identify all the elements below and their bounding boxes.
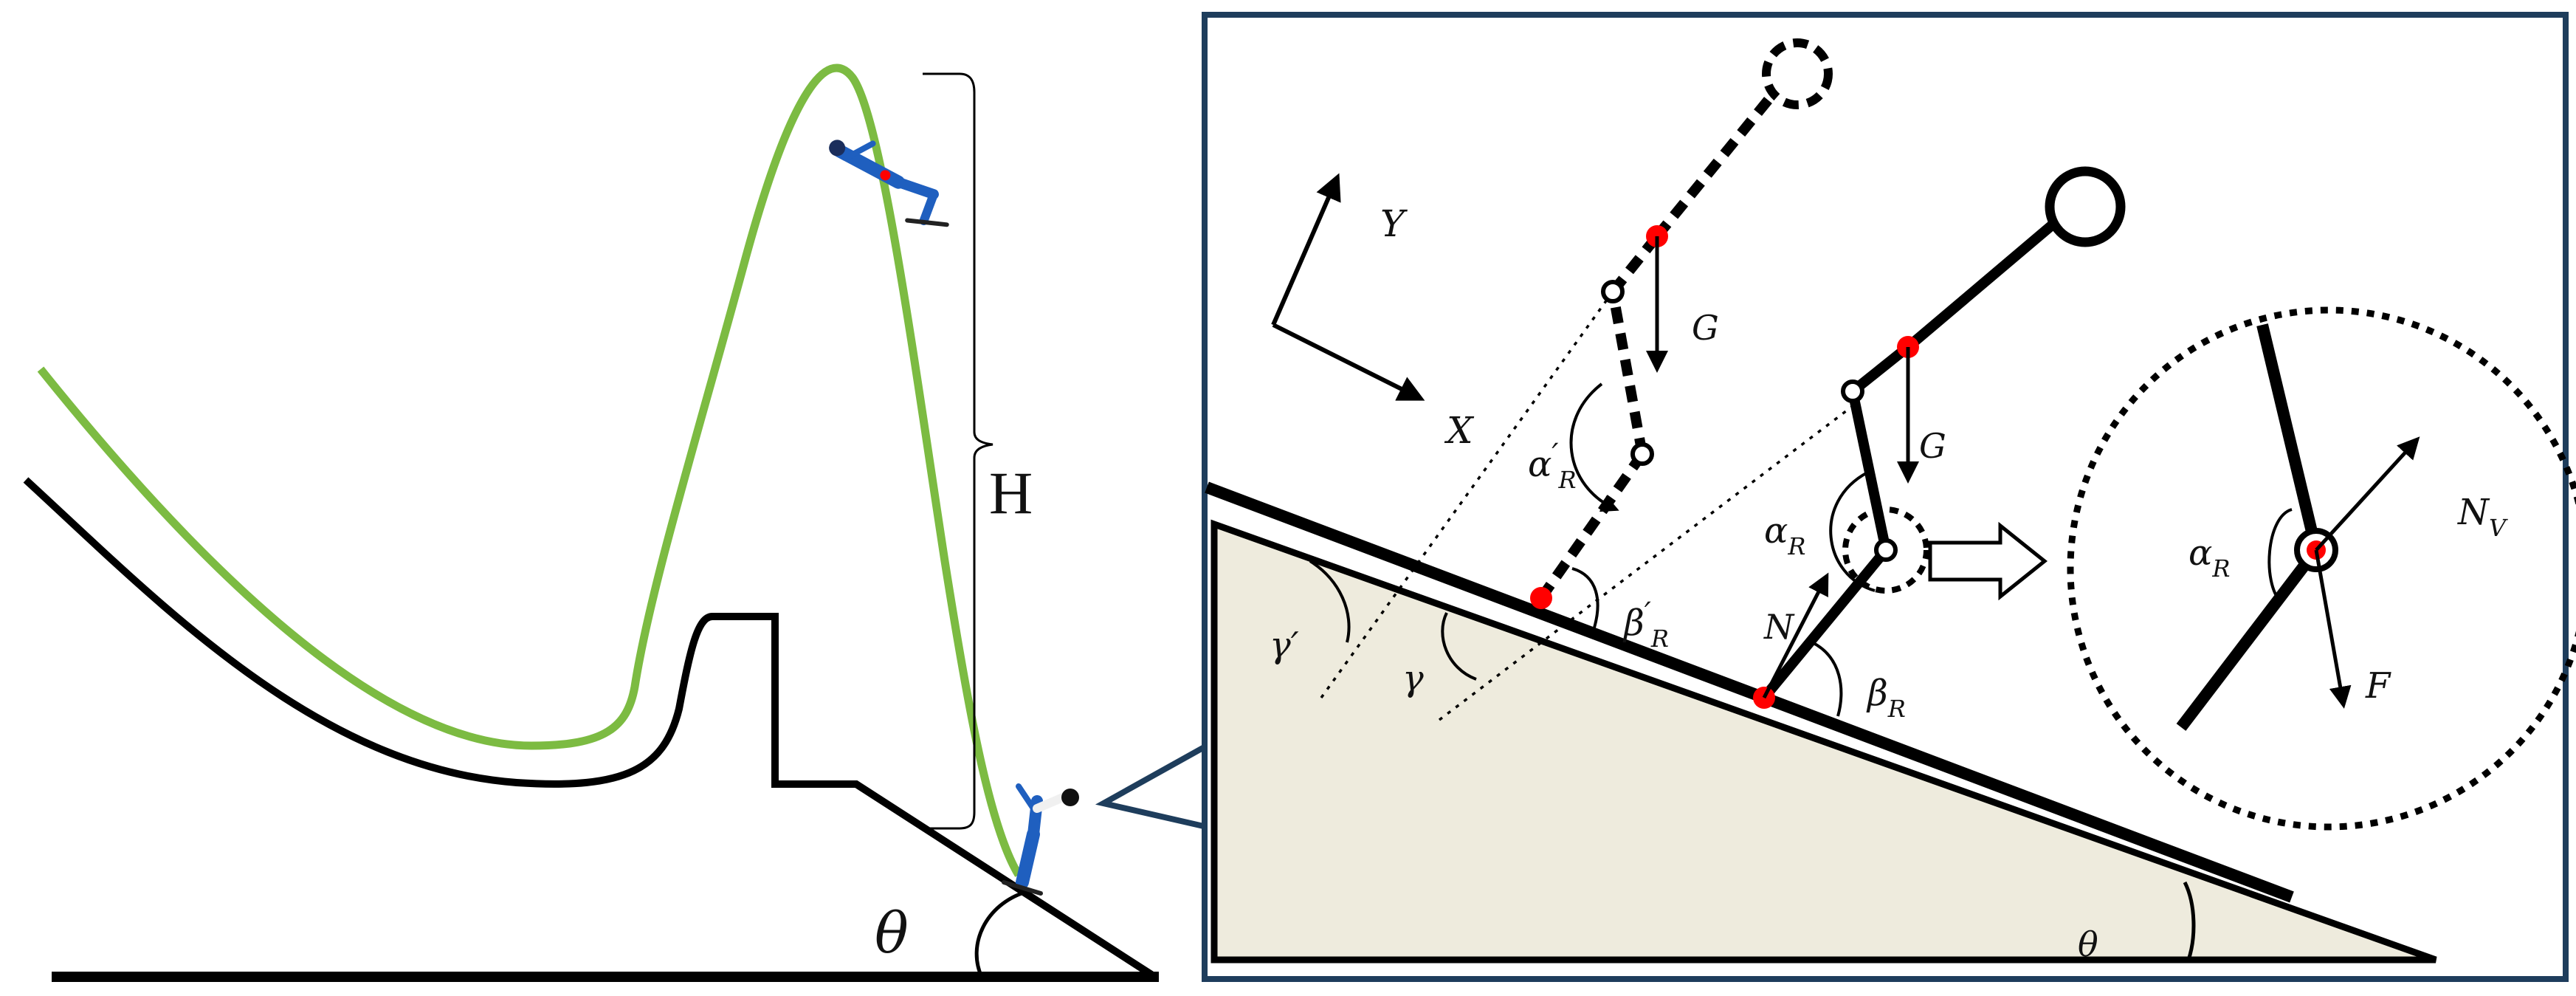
knee-focus-circle <box>1842 506 1929 594</box>
zoom-thigh <box>2256 323 2322 552</box>
theta-arc-right <box>2183 881 2196 961</box>
hollow-arrow-icon <box>1928 521 2048 601</box>
zoom-connector <box>1095 743 1208 830</box>
alpha-solid-arc <box>1829 471 1876 592</box>
head-dashed <box>1762 38 1833 109</box>
skier-landing-icon <box>1002 783 1079 896</box>
alpha-solid-label: αR <box>1764 510 1806 560</box>
theta-label-left: θ <box>875 900 909 966</box>
axis-y-label: Y <box>1380 202 1408 245</box>
axis-y-arrow <box>1271 173 1341 326</box>
normal-v-arrow <box>2315 436 2420 552</box>
trajectory-curve <box>37 63 1022 877</box>
theta-arc-left <box>974 890 1027 978</box>
gamma-prime-arc <box>1309 560 1351 643</box>
height-bracket <box>923 72 993 830</box>
dotted-ref-line-2 <box>1438 405 1854 721</box>
skier-airborne-icon <box>829 140 949 227</box>
head-solid <box>2045 166 2126 247</box>
gravity-label-dashed: G <box>1692 308 1719 348</box>
left-panel: H θ <box>23 63 1159 982</box>
slope-wedge <box>1210 519 2437 964</box>
posture-dashed <box>1530 38 1833 609</box>
axis-x-arrow <box>1272 323 1425 401</box>
posture-solid <box>1753 166 2126 709</box>
zoom-circle <box>2067 306 2576 831</box>
zoom-shank <box>2176 546 2321 731</box>
normal-force-label: N <box>1763 607 1795 647</box>
gamma-prime-label: γ′ <box>1270 625 1299 666</box>
knee-zoom: αR NV F <box>2067 306 2576 831</box>
friction-label: F <box>2365 665 2391 707</box>
normal-v-label: NV <box>2457 492 2508 542</box>
joint-dashed-ankle <box>1530 587 1552 609</box>
beta-solid-arc <box>1811 641 1843 717</box>
alpha-dashed-label: α′R <box>1528 438 1577 494</box>
axis-x-label: X <box>1444 409 1475 452</box>
alpha-dashed-arc <box>1569 382 1619 512</box>
right-panel: Y X G α′R β′R <box>1202 12 2576 982</box>
friction-arrow <box>2314 549 2352 709</box>
dotted-ref-line-1 <box>1320 290 1614 699</box>
beta-dashed-label: β′R <box>1622 597 1669 653</box>
zoom-alpha-arc <box>2267 508 2293 603</box>
beta-solid-label: βR <box>1866 673 1906 723</box>
halfpipe-profile <box>23 477 1154 978</box>
ski-board <box>1205 481 2294 903</box>
normal-force-arrow <box>1762 572 1829 699</box>
gamma-label: γ <box>1402 658 1424 699</box>
beta-dashed-arc <box>1571 567 1599 628</box>
gamma-arc <box>1441 612 1477 681</box>
height-label: H <box>989 459 1033 526</box>
zoom-alpha-label: αR <box>2188 532 2231 583</box>
theta-label-right: θ <box>2078 924 2098 964</box>
gravity-label-solid: G <box>1919 426 1946 466</box>
